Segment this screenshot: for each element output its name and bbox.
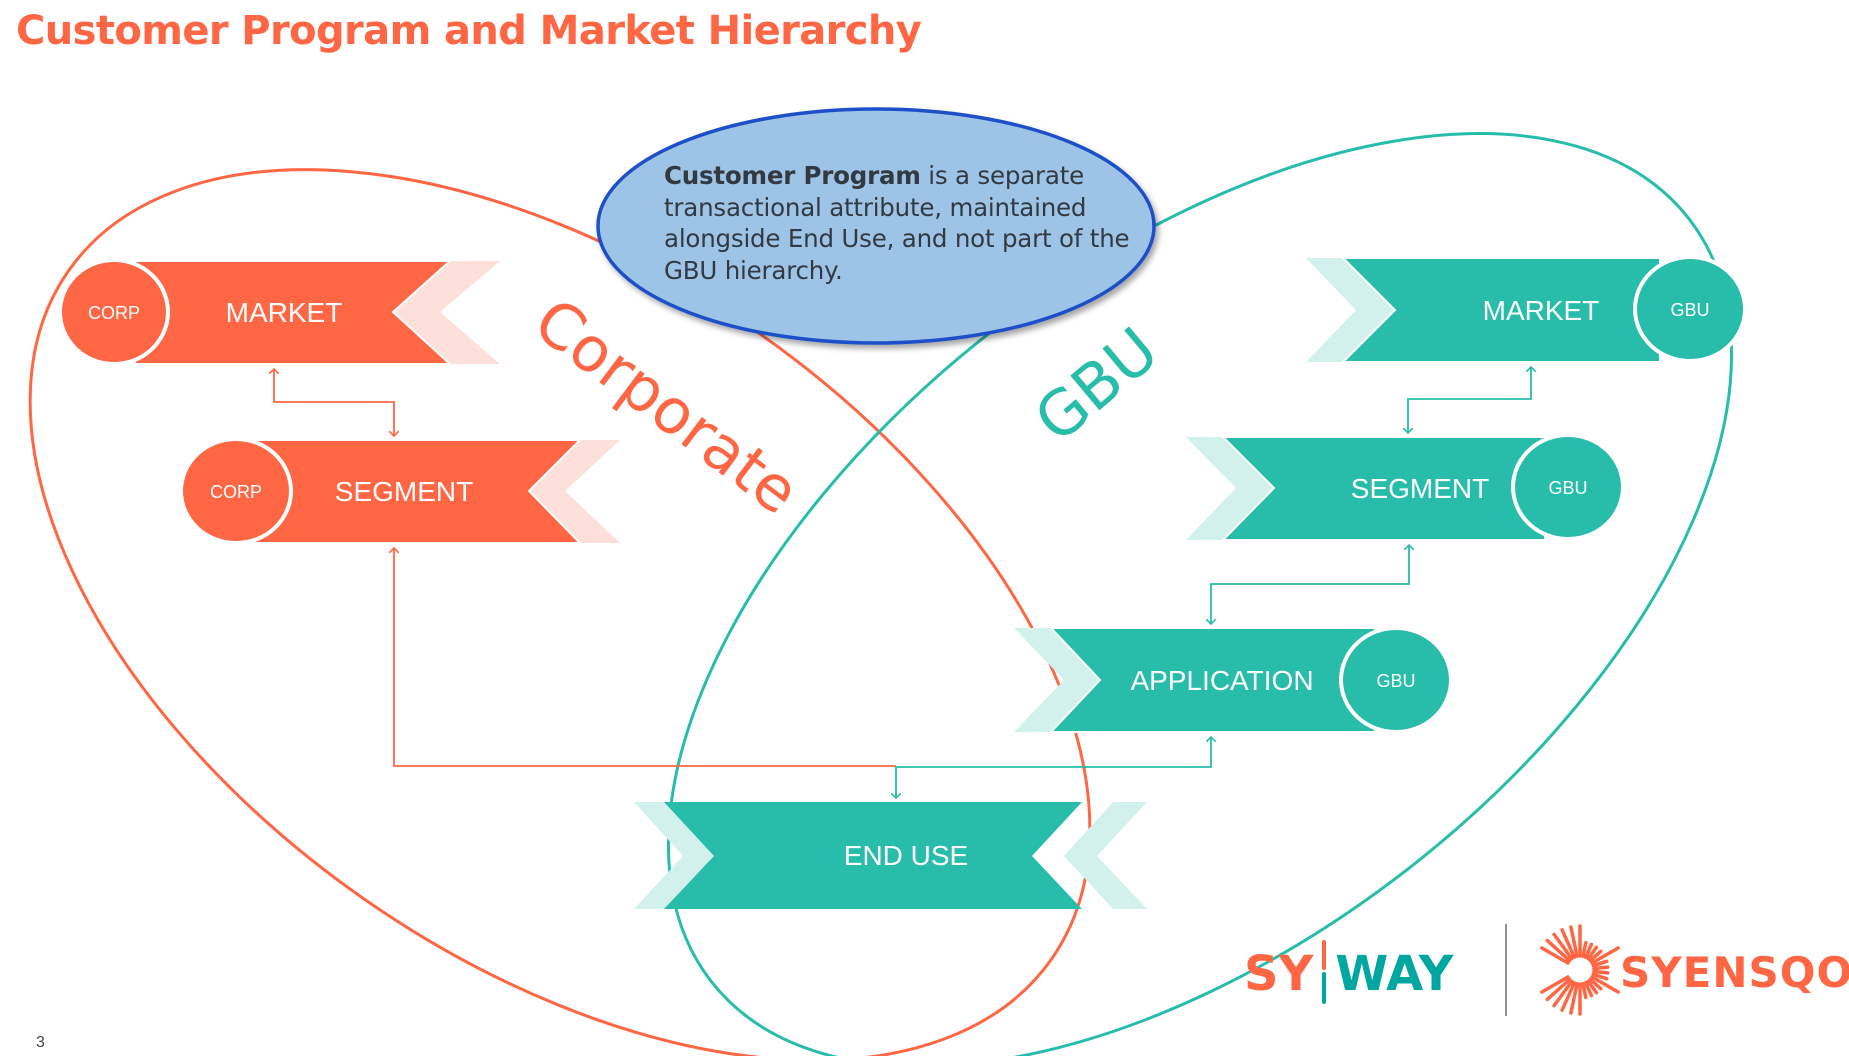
sunburst-ray: [1552, 979, 1574, 1008]
syway-logo-sy: SY: [1244, 946, 1314, 1002]
node-label: MARKET: [1483, 295, 1600, 326]
callout-text: Customer Program is a separate transacti…: [664, 160, 1134, 286]
sunburst-ray: [1592, 965, 1610, 971]
node-label: SEGMENT: [1351, 473, 1489, 504]
badge-label: GBU: [1376, 671, 1415, 691]
node-banner: [664, 802, 1082, 909]
callout-bold: Customer Program: [664, 161, 921, 190]
syensqo-logo: SYENSQO: [1620, 948, 1849, 997]
sunburst-ray: [1545, 938, 1572, 963]
gbu-group-label: GBU: [1021, 313, 1172, 456]
badge-label: CORP: [210, 482, 262, 502]
node-banner: [1220, 436, 1546, 541]
sunburst-ray: [1586, 945, 1599, 961]
badge-circle: [1633, 255, 1747, 363]
sunburst-ray: [1545, 977, 1572, 1002]
chevron-right-icon: [634, 802, 715, 909]
sunburst-ray: [1540, 946, 1570, 965]
sunburst-ray: [1583, 942, 1594, 959]
callout-body: is a separate transactional attribute, m…: [664, 161, 1130, 285]
chevron-right-icon: [1186, 437, 1274, 540]
badge-circle: [58, 258, 170, 366]
badge-label: CORP: [88, 303, 140, 323]
badge-circle: [1339, 626, 1453, 734]
sunburst-ray: [1586, 979, 1599, 995]
connector-gbu-market-segment: [1408, 367, 1531, 433]
badge-circle: [1511, 433, 1625, 541]
sunburst-ray: [1591, 959, 1609, 968]
corp-market-node: CORP MARKET: [58, 258, 500, 366]
sunburst-ray: [1540, 975, 1570, 994]
sunburst-ray: [1592, 969, 1610, 975]
badge-label: GBU: [1548, 478, 1587, 498]
connector-corp-market-segment: [274, 369, 394, 436]
sunburst-ray: [1591, 972, 1609, 981]
callout-bubble: [596, 107, 1156, 345]
sunburst-ray: [1590, 975, 1620, 994]
sunburst-ray: [1569, 925, 1579, 959]
sunburst-ray: [1560, 981, 1577, 1012]
sunburst-ray: [1581, 940, 1588, 959]
corp-segment-node: CORP SEGMENT: [179, 437, 620, 545]
syway-logo: SY WAY: [1244, 940, 1453, 1004]
syway-logo-way: WAY: [1335, 946, 1454, 1002]
sunburst-ray: [1552, 932, 1574, 961]
sunburst-ray: [1590, 946, 1620, 965]
sunburst-ray: [1583, 981, 1594, 998]
badge-label: GBU: [1670, 300, 1709, 320]
gbu-market-node: GBU MARKET: [1306, 255, 1747, 363]
connector-gbu-segment-application: [1211, 545, 1409, 624]
node-banner: [1340, 257, 1661, 363]
connector-application-enduse: [896, 737, 1211, 798]
end-use-node: END USE: [634, 802, 1147, 909]
connector-corp-segment-enduse: [394, 548, 896, 767]
syway-divider-icon: [1322, 940, 1327, 1004]
gbu-segment-node: GBU SEGMENT: [1186, 433, 1625, 541]
sunburst-ray: [1560, 928, 1577, 959]
chevron-right-icon: [1306, 258, 1395, 362]
sunburst-ray: [1569, 981, 1579, 1015]
page-number: 3: [36, 1034, 45, 1051]
node-label: SEGMENT: [335, 476, 473, 507]
node-banner: [1048, 627, 1376, 733]
logo-separator: [1505, 924, 1507, 1016]
sunburst-ray: [1588, 949, 1603, 963]
gbu-application-node: GBU APPLICATION: [1014, 626, 1453, 734]
badge-circle: [179, 437, 293, 545]
node-label: APPLICATION: [1130, 665, 1313, 696]
sunburst-ray: [1581, 981, 1588, 1000]
chevron-right-icon: [1014, 628, 1100, 732]
slide-title: Customer Program and Market Hierarchy: [16, 8, 922, 54]
chevron-left-icon: [1064, 802, 1147, 909]
node-label: MARKET: [226, 297, 343, 328]
node-label: END USE: [844, 840, 968, 871]
syensqo-sunburst-icon: [1540, 924, 1620, 1016]
sunburst-ray: [1588, 977, 1603, 991]
